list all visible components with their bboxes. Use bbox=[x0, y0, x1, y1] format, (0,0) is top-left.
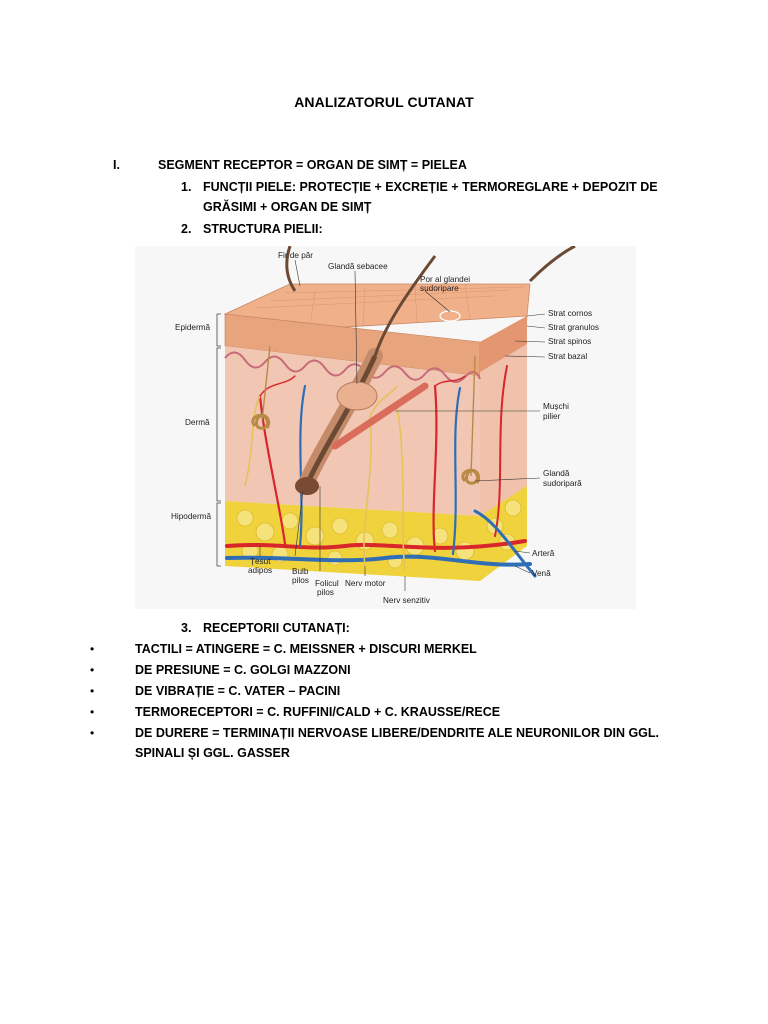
bullet: • bbox=[90, 726, 95, 740]
label-arrector-muscle-1: Mușchi bbox=[543, 402, 569, 411]
label-artery: Arteră bbox=[532, 549, 555, 558]
label-hair-bulb-1: Bulb bbox=[292, 567, 309, 576]
label-hair-shaft: Fir de păr bbox=[278, 251, 313, 260]
receptor-tactile: TACTILI = ATINGERE = C. MEISSNER + DISCU… bbox=[135, 642, 477, 656]
receptor-thermo: TERMORECEPTORI = C. RUFFINI/CALD + C. KR… bbox=[135, 705, 501, 719]
label-sweat-gland-1: Glandă bbox=[543, 469, 570, 478]
label-stratum-granulosum: Strat granulos bbox=[548, 323, 599, 332]
bullet: • bbox=[90, 663, 95, 677]
label-vein: Venă bbox=[532, 569, 551, 578]
list-item-number: 1. bbox=[181, 180, 192, 194]
label-motor-nerve: Nerv motor bbox=[345, 579, 386, 588]
label-stratum-basale: Strat bazal bbox=[548, 352, 587, 361]
label-sweat-pore-1: Por al glandei bbox=[420, 275, 470, 284]
label-arrector-muscle-2: pilier bbox=[543, 412, 561, 421]
bullet: • bbox=[90, 705, 95, 719]
skin-functions-line2: GRĂSIMI + ORGAN DE SIMȚ bbox=[203, 200, 372, 214]
receptor-vibration: DE VIBRAȚIE = C. VATER – PACINI bbox=[135, 684, 341, 698]
section-numeral: I. bbox=[113, 158, 120, 172]
list-item-number: 2. bbox=[181, 222, 192, 236]
skin-structure-heading: STRUCTURA PIELII: bbox=[203, 222, 323, 236]
skin-functions-line1: FUNCȚII PIELE: PROTECȚIE + EXCREȚIE + TE… bbox=[203, 180, 658, 194]
label-hair-follicle-2: pilos bbox=[317, 588, 334, 597]
label-hypodermis: Hipodermă bbox=[171, 512, 211, 521]
receptor-pain-line1: DE DURERE = TERMINAȚII NERVOASE LIBERE/D… bbox=[135, 726, 659, 740]
label-sensory-nerve: Nerv senzitiv bbox=[383, 596, 431, 605]
bullet: • bbox=[90, 684, 95, 698]
label-dermis: Dermă bbox=[185, 418, 210, 427]
label-adipose-1: Țesut bbox=[250, 557, 271, 566]
receptor-pain-line2: SPINALI ȘI GGL. GASSER bbox=[135, 746, 290, 760]
label-adipose-2: adipos bbox=[248, 566, 272, 575]
receptor-pressure: DE PRESIUNE = C. GOLGI MAZZONI bbox=[135, 663, 351, 677]
label-sweat-pore-2: sudoripare bbox=[420, 284, 459, 293]
list-item-number: 3. bbox=[181, 621, 192, 635]
label-stratum-spinosum: Strat spinos bbox=[548, 337, 591, 346]
page-title: ANALIZATORUL CUTANAT bbox=[294, 94, 474, 110]
receptors-heading: RECEPTORII CUTANAȚI: bbox=[203, 621, 350, 635]
label-epidermis: Epidermă bbox=[175, 323, 210, 332]
label-stratum-corneum: Strat cornos bbox=[548, 309, 592, 318]
label-sweat-gland-2: sudoripară bbox=[543, 479, 582, 488]
section-heading: SEGMENT RECEPTOR = ORGAN DE SIMȚ = PIELE… bbox=[158, 158, 467, 172]
label-hair-bulb-2: pilos bbox=[292, 576, 309, 585]
label-sebaceous-gland: Glandă sebacee bbox=[328, 262, 388, 271]
skin-structure-diagram: Fir de păr Glandă sebacee Por al glandei… bbox=[135, 246, 636, 609]
label-hair-follicle-1: Folicul bbox=[315, 579, 339, 588]
bullet: • bbox=[90, 642, 95, 656]
